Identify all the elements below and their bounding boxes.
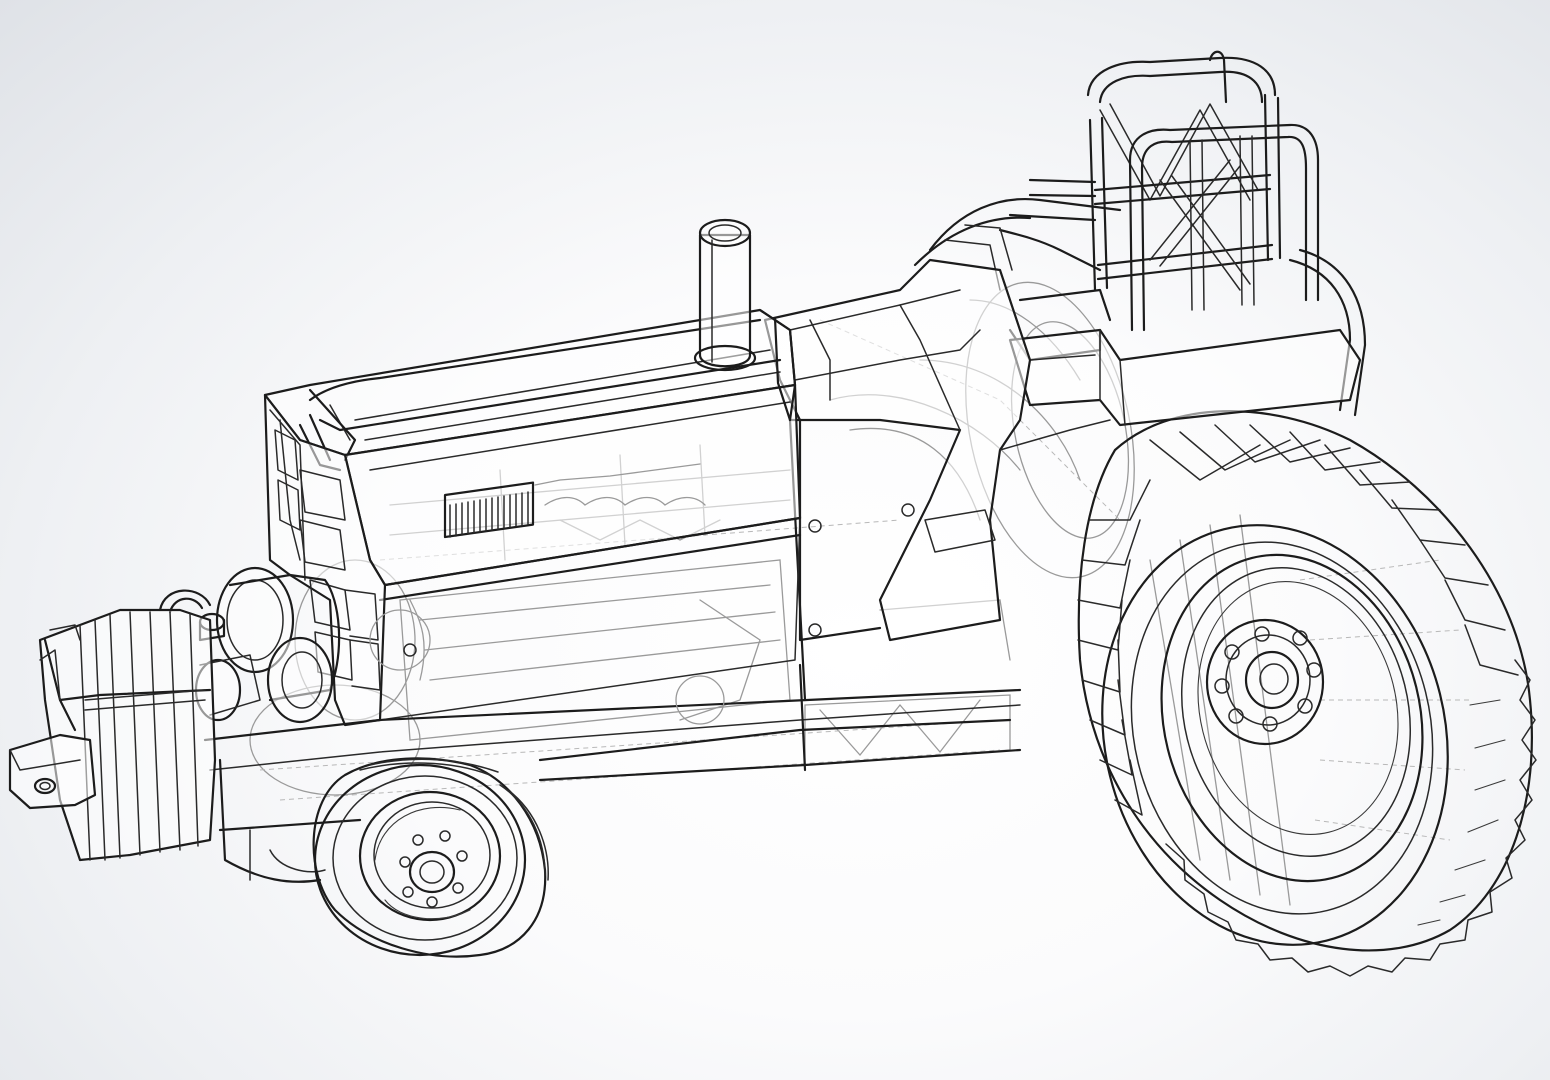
front-wheel xyxy=(312,757,549,958)
fender xyxy=(913,198,1367,427)
vent-grille xyxy=(443,481,535,539)
hood xyxy=(263,308,802,721)
fuel-tanks xyxy=(158,566,341,724)
rear-wheel xyxy=(1077,410,1537,977)
front-hitch xyxy=(8,733,97,810)
exhaust-stack xyxy=(693,218,757,372)
chassis-rail xyxy=(203,663,1022,883)
front-weight-stack xyxy=(8,608,217,862)
roll-cage xyxy=(998,50,1320,362)
seat xyxy=(1008,328,1362,427)
hood-side-details xyxy=(369,463,725,725)
cowl xyxy=(763,258,1111,702)
